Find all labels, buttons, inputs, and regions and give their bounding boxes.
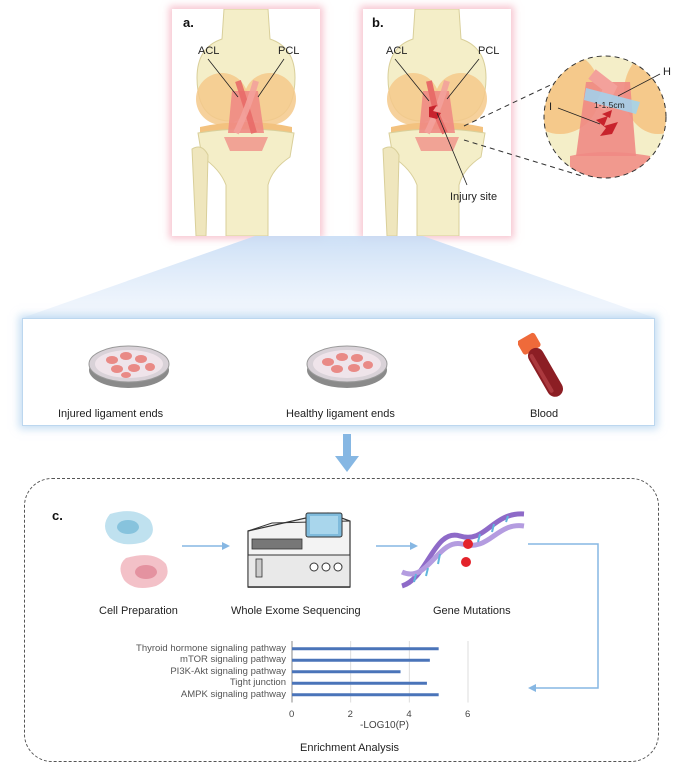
label-acl-a: ACL xyxy=(198,45,220,57)
mutation-marker-1 xyxy=(463,539,473,549)
sample-label-injured: Injured ligament ends xyxy=(58,408,164,420)
label-injury-site: Injury site xyxy=(450,191,498,203)
label-pcl-a: PCL xyxy=(278,45,300,57)
mutation-marker-2 xyxy=(461,557,471,567)
inset-label-h: H xyxy=(663,66,671,78)
down-arrow-icon xyxy=(335,434,359,472)
step-label-wes: Whole Exome Sequencing xyxy=(231,605,361,617)
panel-letter-a: a. xyxy=(183,15,194,30)
label-acl-b: ACL xyxy=(386,45,408,57)
petri-dish-injured-icon xyxy=(88,345,170,388)
knee-illustration-a xyxy=(191,8,296,237)
step-label-cell-prep: Cell Preparation xyxy=(99,605,178,617)
inset-label-i: I xyxy=(549,101,553,113)
injury-inset-marker xyxy=(596,116,618,136)
knee-panel-b xyxy=(363,8,511,237)
sample-label-healthy: Healthy ligament ends xyxy=(286,408,395,420)
dna-helix-icon xyxy=(400,511,525,589)
blood-tube-icon xyxy=(518,332,563,397)
leader-lines-a xyxy=(207,58,285,98)
sequencer-machine-icon xyxy=(247,512,351,588)
petri-dish-healthy-icon xyxy=(306,345,388,388)
label-pcl-b: PCL xyxy=(478,45,500,57)
leader-lines-b xyxy=(394,58,480,186)
panel-letter-b: b. xyxy=(372,15,384,30)
zoom-inset-circle xyxy=(543,55,667,179)
sample-label-blood: Blood xyxy=(530,408,559,420)
knee-illustration-b xyxy=(382,8,487,237)
workflow-arrows xyxy=(182,542,599,692)
funnel-gradient xyxy=(22,236,655,318)
panel-letter-c: c. xyxy=(52,508,63,523)
cell-icon xyxy=(105,511,168,588)
workflow-dashed-box xyxy=(24,478,659,762)
step-label-gene-mutations: Gene Mutations xyxy=(433,605,511,617)
knee-panel-a xyxy=(172,8,320,237)
inset-measurement: 1-1.5cm xyxy=(594,100,625,110)
